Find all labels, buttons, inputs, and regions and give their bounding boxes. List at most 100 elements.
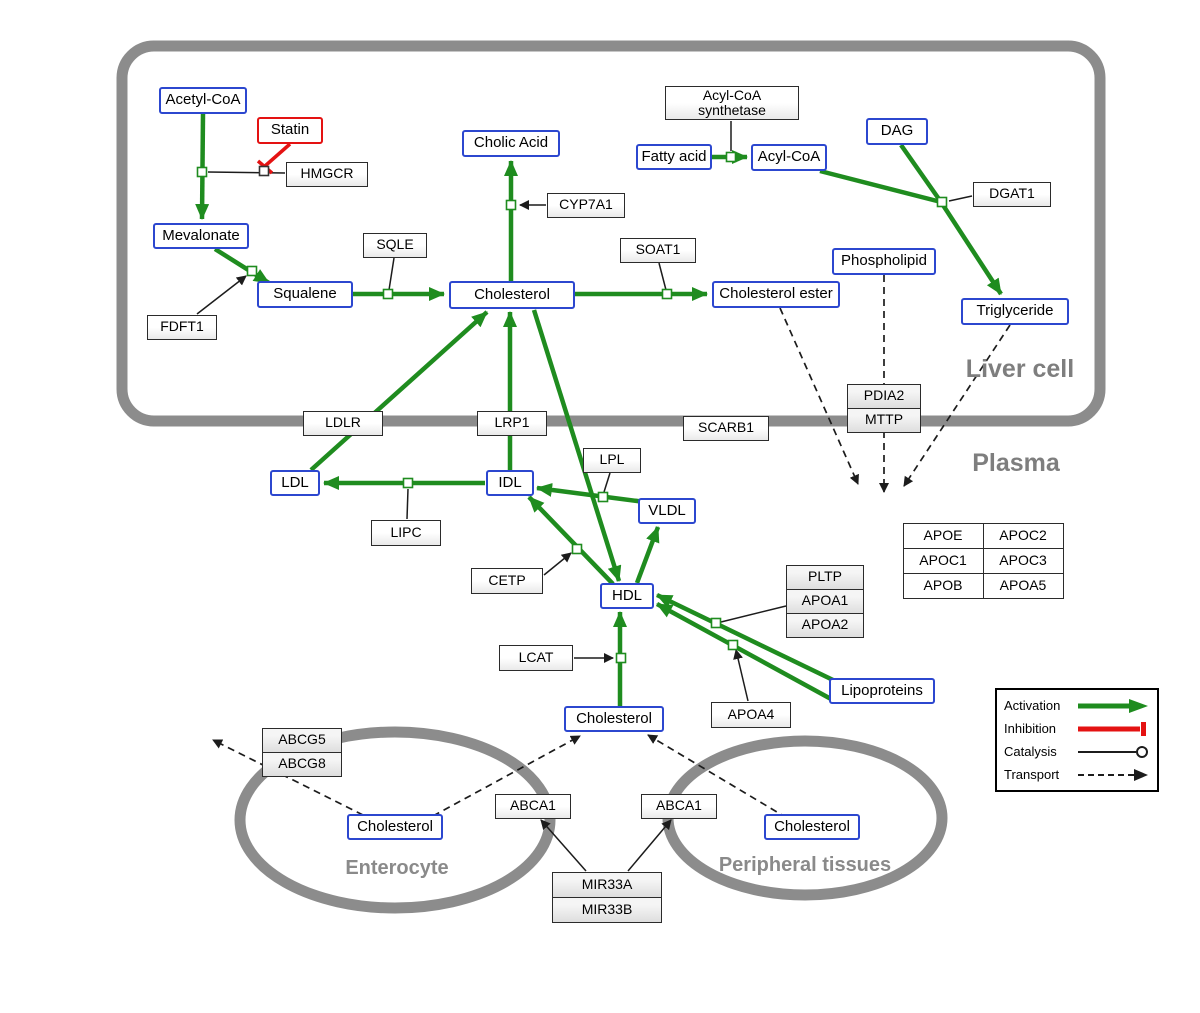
reaction-anchor (196, 166, 208, 178)
node-mevalonate[interactable]: Mevalonate (153, 223, 249, 249)
edge-enterocyte-lumen (212, 739, 364, 816)
edge-dag-dgat-junction (899, 143, 943, 204)
node-mttp[interactable]: MTTP (847, 407, 921, 433)
node-fdft1[interactable]: FDFT1 (147, 314, 217, 340)
edge-apoa4-cat (733, 649, 749, 702)
node-ldl[interactable]: LDL (270, 470, 320, 496)
node-dag[interactable]: DAG (866, 117, 928, 145)
node-mir33b[interactable]: MIR33B (552, 897, 662, 923)
node-apoe[interactable]: APOE (902, 523, 984, 549)
node-triglyceride[interactable]: Triglyceride (961, 297, 1069, 325)
liver-cell-label: Liver cell (965, 355, 1075, 383)
node-apoa1[interactable]: APOA1 (786, 588, 864, 614)
node-cholesterol-liver[interactable]: Cholesterol (449, 281, 575, 309)
edge-hmgcr-cat (207, 171, 286, 174)
node-cholesterol-peripheral[interactable]: Cholesterol (764, 814, 860, 840)
edge-sqle-cat (388, 257, 395, 291)
legend-activation-label: Activation (1004, 698, 1061, 713)
node-fatty-acid[interactable]: Fatty acid (636, 144, 712, 170)
node-statin[interactable]: Statin (257, 116, 323, 144)
node-acyl-coa[interactable]: Acyl-CoA (751, 143, 827, 171)
edge-acetylcoa-mevalonate (195, 113, 210, 220)
reaction-anchor (727, 639, 739, 651)
node-acetyl-coa[interactable]: Acetyl-CoA (159, 86, 247, 114)
node-apoc1[interactable]: APOC1 (902, 548, 984, 574)
node-lrp1[interactable]: LRP1 (477, 410, 547, 436)
node-sqle[interactable]: SQLE (363, 232, 427, 258)
node-apoc2[interactable]: APOC2 (982, 523, 1064, 549)
node-apob[interactable]: APOB (902, 573, 984, 599)
node-cetp[interactable]: CETP (471, 568, 543, 594)
legend-row-inhibition: Inhibition (1004, 718, 1150, 740)
catalysis-circle-icon (1078, 745, 1148, 758)
node-lcat[interactable]: LCAT (499, 645, 573, 671)
edge-dgat1-cat (948, 195, 973, 202)
reaction-anchor (382, 288, 394, 300)
edge-hdl-idl (527, 495, 615, 586)
node-apoc3[interactable]: APOC3 (982, 548, 1064, 574)
legend-catalysis-label: Catalysis (1004, 744, 1057, 759)
legend-row-catalysis: Catalysis (1004, 741, 1150, 763)
node-cholesterol-plasma[interactable]: Cholesterol (564, 706, 664, 732)
node-apoa2[interactable]: APOA2 (786, 612, 864, 638)
node-cholesterol-enterocyte[interactable]: Cholesterol (347, 814, 443, 840)
transport-arrow-icon (1078, 768, 1148, 781)
node-scarb1[interactable]: SCARB1 (683, 415, 769, 441)
node-hmgcr[interactable]: HMGCR (286, 161, 368, 187)
node-apoa4[interactable]: APOA4 (711, 702, 791, 728)
edge-lipoproteins-hdl-1 (656, 592, 834, 683)
node-cyp7a1[interactable]: CYP7A1 (547, 192, 625, 218)
activation-arrow-icon (1078, 698, 1148, 713)
edge-pltp-cat (720, 605, 787, 623)
node-lipc[interactable]: LIPC (371, 520, 441, 546)
node-idl[interactable]: IDL (486, 470, 534, 496)
legend-row-transport: Transport (1004, 764, 1150, 786)
legend-row-activation: Activation (1004, 695, 1150, 717)
edge-peripheral-cholesterolplasma (647, 734, 788, 819)
reaction-anchor (615, 652, 627, 664)
node-pdia2[interactable]: PDIA2 (847, 383, 921, 409)
node-pltp[interactable]: PLTP (786, 564, 864, 590)
legend-transport-label: Transport (1004, 767, 1060, 782)
node-ldlr[interactable]: LDLR (303, 410, 383, 436)
edge-mevalonate-squalene (213, 247, 271, 285)
edge-ldl-cholesterol (309, 310, 489, 472)
node-dgat1[interactable]: DGAT1 (973, 181, 1051, 207)
reaction-anchor (571, 543, 583, 555)
edge-statin-inhibition (263, 142, 292, 168)
edge-hdl-vldl (634, 526, 661, 584)
node-abca1-left[interactable]: ABCA1 (495, 793, 571, 819)
edge-lipc-cat (406, 488, 409, 520)
enterocyte-label: Enterocyte (345, 857, 449, 879)
edge-soat1-cat (658, 262, 667, 291)
edge-triglyceride-plasma (903, 324, 1011, 487)
reaction-anchor (402, 477, 414, 489)
node-vldl[interactable]: VLDL (638, 498, 696, 524)
node-lpl[interactable]: LPL (583, 447, 641, 473)
reaction-anchor (505, 199, 517, 211)
node-abca1-right[interactable]: ABCA1 (641, 793, 717, 819)
node-abcg8[interactable]: ABCG8 (262, 751, 342, 777)
peripheral-tissues-label: Peripheral tissues (718, 854, 892, 876)
node-mir33a[interactable]: MIR33A (552, 872, 662, 898)
reaction-anchor (725, 151, 737, 163)
inhibition-bar-icon (1078, 721, 1146, 736)
edge-mir33-abca1-right (627, 819, 672, 872)
edge-lipoproteins-hdl-2 (655, 602, 833, 701)
node-soat1[interactable]: SOAT1 (620, 237, 696, 263)
node-acyl-coa-synthetase[interactable]: Acyl-CoA synthetase (665, 86, 799, 120)
node-cholic-acid[interactable]: Cholic Acid (462, 129, 560, 157)
node-lipoproteins[interactable]: Lipoproteins (829, 678, 935, 704)
edge-fdft1-cat (196, 275, 247, 315)
node-cholesterol-ester[interactable]: Cholesterol ester (712, 280, 840, 308)
edge-acylcoa-dgat-junction (819, 168, 942, 205)
edge-mir33-abca1-left (540, 819, 587, 872)
node-phospholipid[interactable]: Phospholipid (832, 247, 936, 275)
node-apoa5[interactable]: APOA5 (982, 573, 1064, 599)
reaction-anchor (246, 265, 258, 277)
node-hdl[interactable]: HDL (600, 583, 654, 609)
reaction-anchor (936, 196, 948, 208)
node-squalene[interactable]: Squalene (257, 280, 353, 308)
node-abcg5[interactable]: ABCG5 (262, 727, 342, 753)
